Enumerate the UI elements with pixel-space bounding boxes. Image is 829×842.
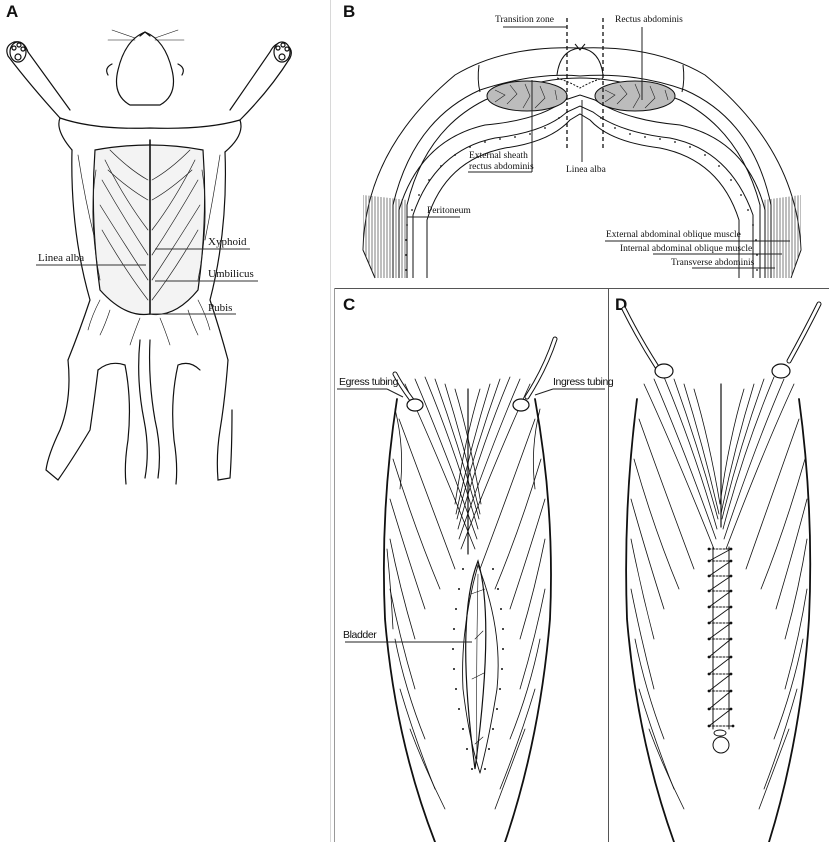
label-transition-zone: Transition zone — [495, 15, 555, 25]
label-pubis: Pubis — [208, 302, 233, 314]
label-bladder: Bladder — [343, 629, 377, 641]
label-transverse-abdominis: Transverse abdominis — [671, 258, 755, 268]
label-external-sheath-2: rectus abdominis — [469, 162, 534, 172]
panel-divider-left-c — [334, 288, 335, 842]
panel-divider-bc — [334, 288, 829, 289]
label-linea-alba-a: Linea alba — [38, 252, 85, 264]
panel-divider-ab — [330, 0, 331, 842]
label-peritoneum: Peritoneum — [427, 206, 471, 216]
label-ingress-tubing: Ingress tubing — [553, 376, 614, 388]
label-umbilicus: Umbilicus — [208, 268, 254, 280]
panel-b-letter: B — [343, 2, 356, 21]
abdominal-wall-cross-section — [362, 18, 802, 279]
panel-divider-cd — [608, 288, 609, 842]
panel-c-letter: C — [343, 295, 356, 314]
label-rectus-abdominis: Rectus abdominis — [615, 15, 683, 25]
label-linea-alba-b: Linea alba — [566, 165, 606, 175]
panel-a: A — [0, 0, 330, 500]
panel-b: B — [335, 0, 829, 288]
panel-c: C — [335, 289, 614, 842]
label-egress-tubing: Egress tubing — [339, 376, 399, 388]
panel-d: D — [609, 289, 829, 842]
label-external-oblique: External abdominal oblique muscle — [606, 230, 741, 240]
cat-anatomy-illustration — [6, 29, 292, 485]
sutured-incision-illustration — [621, 301, 822, 842]
label-internal-oblique: Internal abdominal oblique muscle — [620, 244, 753, 254]
label-xyphoid: Xyphoid — [208, 236, 247, 248]
panel-a-letter: A — [6, 2, 19, 21]
label-external-sheath-1: External sheath — [469, 151, 528, 161]
bladder-exposure-illustration — [337, 336, 605, 842]
